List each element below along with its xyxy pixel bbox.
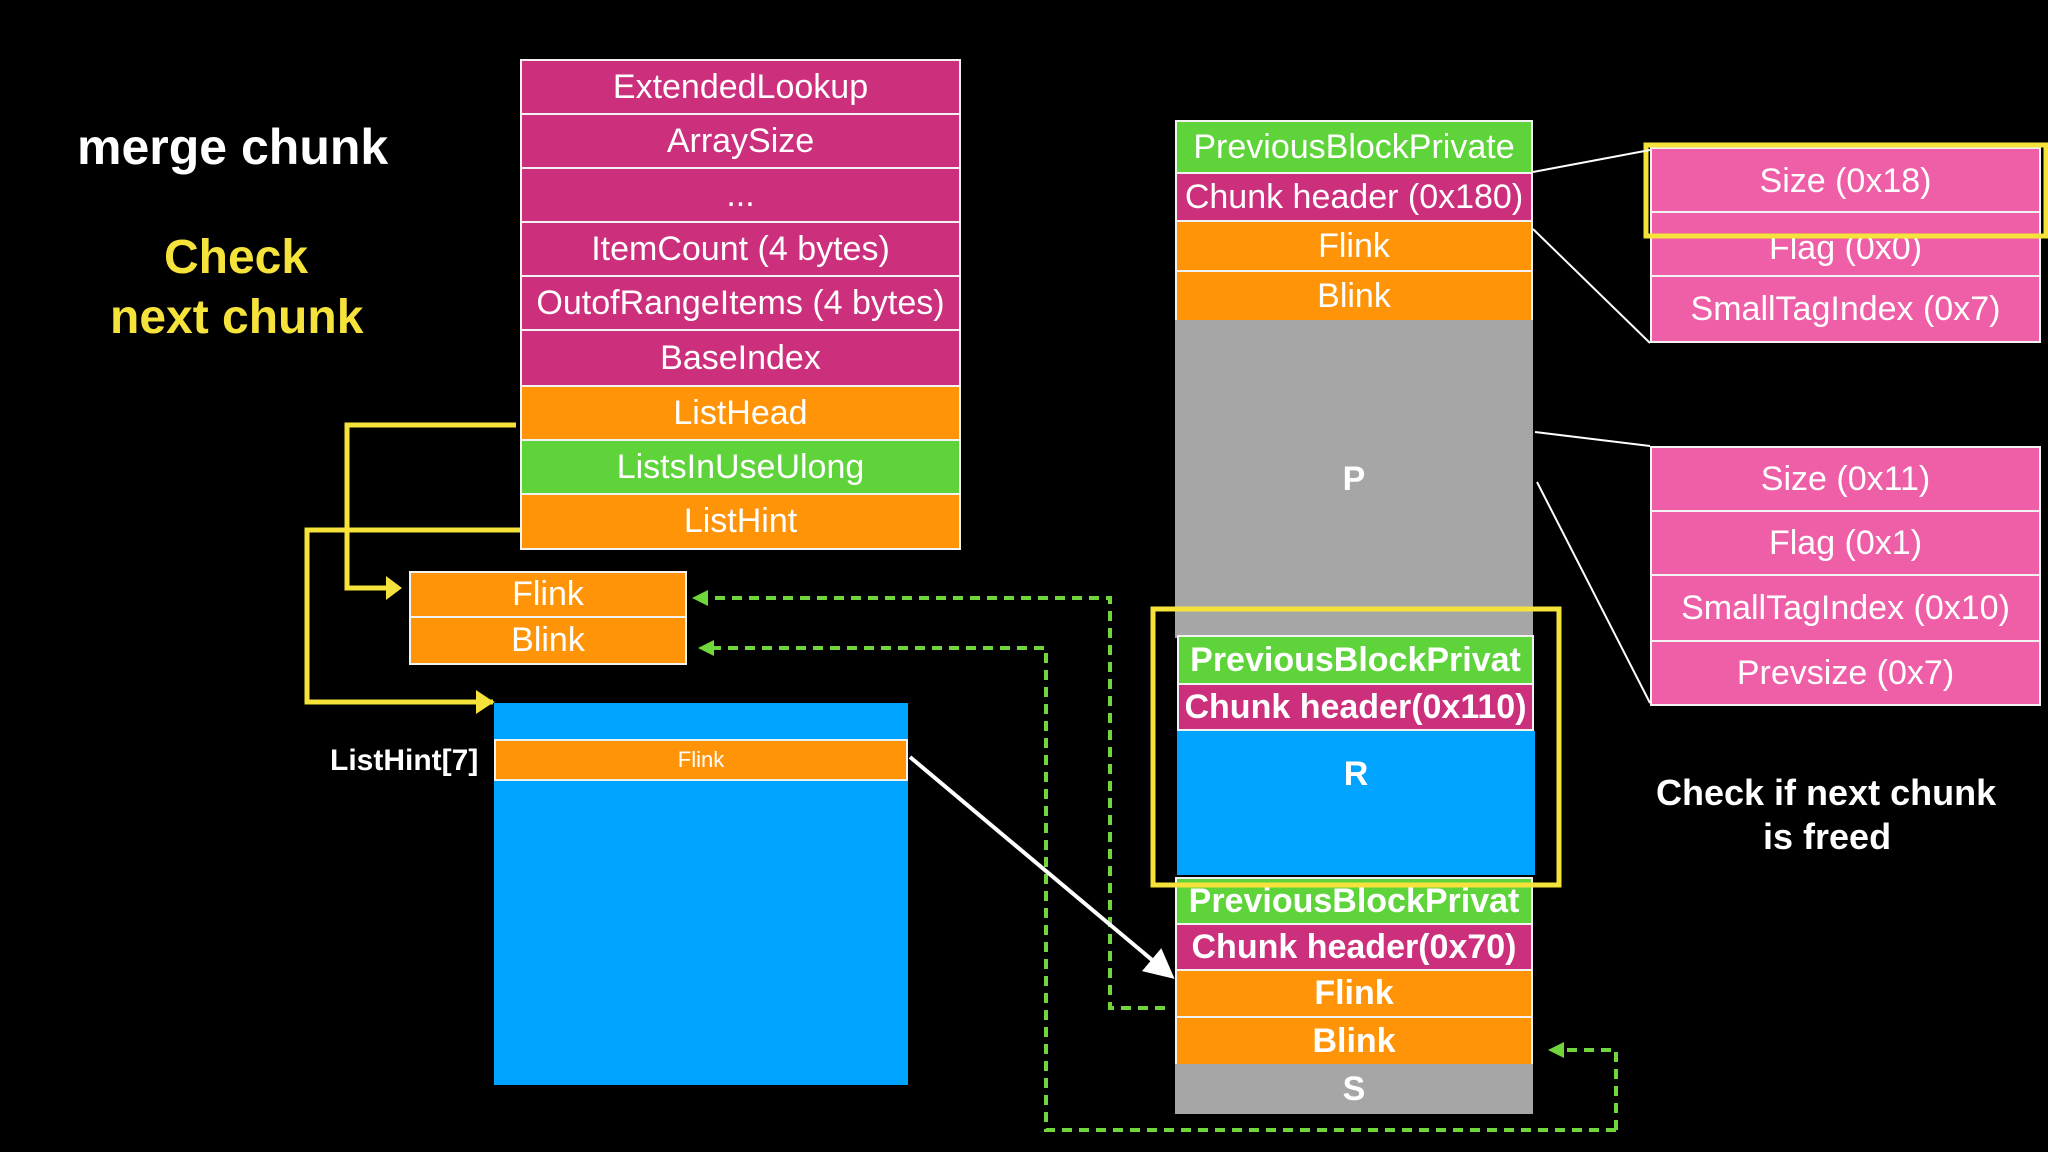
hdr2-size: Size (0x11) bbox=[1650, 446, 2041, 512]
chunk-p-prev-block: PreviousBlockPrivate bbox=[1175, 120, 1533, 174]
diagram-title: merge chunk bbox=[77, 119, 389, 175]
hdr1-small-tag-index: SmallTagIndex (0x7) bbox=[1650, 275, 2041, 343]
list-hint-flink: Flink bbox=[494, 739, 908, 781]
s-flink-to-listhead-flink bbox=[692, 590, 1165, 1010]
field-list-head: ListHead bbox=[520, 385, 961, 441]
field-ellipsis: ... bbox=[520, 167, 961, 223]
chunk-r-header: Chunk header(0x110) bbox=[1177, 683, 1534, 731]
chunk-s-header: Chunk header(0x70) bbox=[1175, 923, 1533, 971]
list-head-blink: Blink bbox=[409, 616, 687, 665]
listhint-flink-to-chunk-s-arrow bbox=[908, 755, 1175, 979]
note-line-1: Check if next chunk bbox=[1656, 772, 1997, 813]
yellow-connectors bbox=[304, 422, 520, 707]
yellow-arrowhead-1 bbox=[386, 576, 402, 600]
hdr2-prevsize: Prevsize (0x7) bbox=[1650, 640, 2041, 706]
listhead-to-flink-arrow bbox=[344, 422, 516, 593]
list-head-flink: Flink bbox=[409, 571, 687, 618]
hdr2-small-tag-index: SmallTagIndex (0x10) bbox=[1650, 574, 2041, 642]
hdr1-size: Size (0x18) bbox=[1650, 147, 2041, 213]
chunk-p-blink: Blink bbox=[1175, 270, 1533, 322]
chunk-r-body: R bbox=[1177, 731, 1535, 875]
subtitle-check: Check bbox=[164, 231, 309, 284]
listhint-to-block-arrow bbox=[304, 527, 520, 707]
chunk-s-flink: Flink bbox=[1175, 969, 1533, 1018]
subtitle-next-chunk: next chunk bbox=[110, 291, 364, 344]
note-line-2: is freed bbox=[1763, 816, 1892, 857]
s-blink-self-loop bbox=[1548, 1042, 1618, 1130]
chunk-s-body: S bbox=[1175, 1064, 1533, 1114]
list-hint-7-label: ListHint[7] bbox=[330, 744, 479, 777]
field-out-of-range-items: OutofRangeItems (4 bytes) bbox=[520, 275, 961, 331]
highlight-size-field bbox=[1643, 142, 2048, 239]
chunk-s-blink: Blink bbox=[1175, 1016, 1533, 1066]
s-blink-to-listhead-blink bbox=[698, 640, 1616, 1132]
header-zoom-lines bbox=[1532, 149, 1651, 704]
chunk-p-header: Chunk header (0x180) bbox=[1175, 172, 1533, 222]
field-list-hint: ListHint bbox=[520, 493, 961, 550]
green-dashed-connectors bbox=[692, 590, 1618, 1132]
highlight-chunk-r bbox=[1150, 606, 1562, 888]
yellow-arrowhead-2 bbox=[476, 690, 494, 714]
field-item-count: ItemCount (4 bytes) bbox=[520, 221, 961, 277]
chunk-p-body: P bbox=[1175, 320, 1533, 638]
chunk-p-flink: Flink bbox=[1175, 220, 1533, 272]
